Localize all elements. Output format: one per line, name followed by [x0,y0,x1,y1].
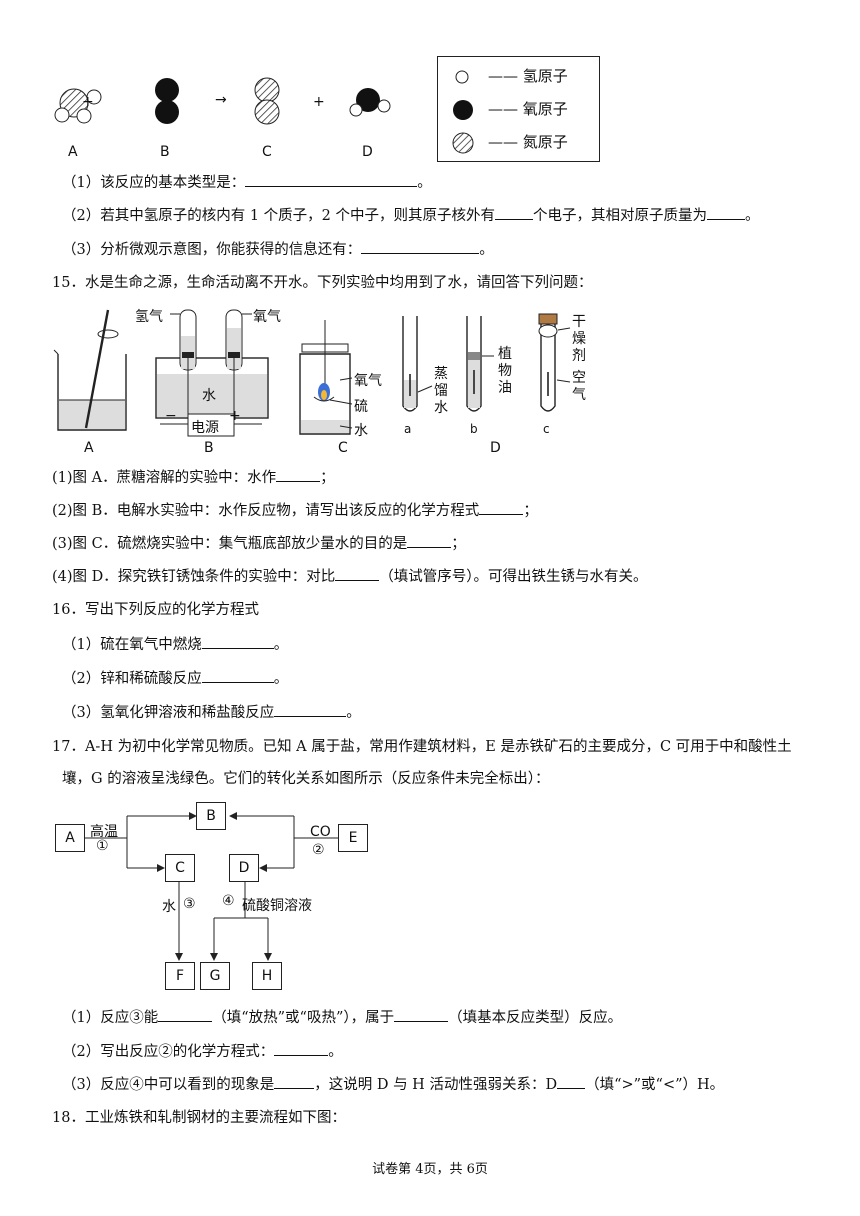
label-distilled-water: 蒸馏水 [434,366,448,416]
q14-part2: （2）若其中氢原子的核内有 1 个质子，2 个中子，则其原子核外有个电子，其相对… [62,205,760,226]
q14-part3: （3）分析微观示意图，你能获得的信息还有：。 [62,239,494,260]
answer-blank[interactable] [335,566,380,581]
label-sulfur: 硫 [354,399,368,415]
molecule-a-icon [54,88,102,124]
flow-node-h: H [252,962,282,990]
answer-blank[interactable] [274,1074,315,1089]
label-water-c: 水 [354,423,368,439]
water-experiments-figure [53,309,571,437]
flow-node-b: B [196,802,226,830]
q17-part2: （2）写出反应②的化学方程式：。 [62,1041,343,1062]
label-plus: + [229,408,241,424]
answer-blank[interactable] [274,1041,329,1056]
legend-row-nitrogen: —— 氮原子 [438,127,599,157]
electrolysis-apparatus-icon [155,309,269,437]
label-air: 空气 [572,370,586,403]
figure-label-a: A [84,440,94,456]
answer-blank[interactable] [394,1007,449,1022]
answer-blank[interactable] [495,205,534,220]
answer-blank[interactable] [361,239,480,254]
answer-blank[interactable] [274,702,347,717]
q15-part3: (3)图 C．硫燃烧实验中：集气瓶底部放少量水的目的是； [52,533,466,554]
answer-blank[interactable] [407,533,452,548]
label-reaction-1: ① [96,838,109,854]
legend-row-hydrogen: —— 氢原子 [438,61,599,91]
q15-part4: (4)图 D．探究铁钉锈蚀条件的实验中：对比（填试管序号）。可得出铁生锈与水有关… [52,566,648,587]
label-reaction-4: ④ [222,893,235,909]
atom-legend: —— 氢原子 —— 氧原子 —— 氮原子 [437,56,600,162]
q17-part1: （1）反应③能（填“放热”或“吸热”），属于（填基本反应类型）反应。 [62,1007,622,1028]
plus-sign: + [313,94,325,110]
label-reaction-2: ② [312,842,325,858]
iron-nail-tubes-icon [402,313,571,412]
answer-blank[interactable] [557,1074,586,1089]
figure-label-c: C [338,440,348,456]
flow-node-a: A [55,824,85,852]
beaker-stirring-icon [53,309,127,431]
label-high-temperature: 高温 [90,824,118,840]
label-minus: − [165,408,177,424]
molecule-label-a: A [68,144,78,160]
q17-line2: 壤，G 的溶液呈浅绿色。它们的转化关系如图所示（反应条件未完全标出）： [62,771,550,787]
answer-blank[interactable] [707,205,746,220]
molecule-c-icon [254,77,280,125]
label-oxygen-c: 氧气 [354,373,382,389]
molecule-label-b: B [160,144,170,160]
label-water-b: 水 [202,388,216,404]
label-tube-c: c [543,422,550,436]
q18-title: 18．工业炼铁和轧制钢材的主要流程如下图： [52,1110,346,1126]
answer-blank[interactable] [201,634,274,649]
label-hydrogen-gas: 氢气 [135,309,163,325]
molecule-d-icon [349,88,391,117]
label-copper-sulfate-solution: 硫酸铜溶液 [242,898,312,914]
flow-node-f: F [165,962,195,990]
molecule-label-d: D [362,144,373,160]
q14-part1: （1）该反应的基本类型是：。 [62,172,432,193]
legend-label-nitrogen: —— 氮原子 [488,133,568,151]
label-vegetable-oil: 植物油 [498,346,512,396]
plus-sign: + [82,94,94,110]
legend-row-oxygen: —— 氧原子 [438,94,599,124]
label-oxygen-gas-b: 氧气 [253,309,281,325]
legend-label-oxygen: —— 氧原子 [488,100,568,118]
figure-label-d: D [490,440,501,456]
flow-node-g: G [200,962,230,990]
label-desiccant: 干燥剂 [572,314,586,364]
q15-part2: (2)图 B．电解水实验中：水作反应物，请写出该反应的化学方程式； [52,500,538,521]
flow-node-d: D [229,854,259,882]
q16-part2: （2）锌和稀硫酸反应。 [62,668,288,689]
label-reaction-3: ③ [183,896,196,912]
answer-blank[interactable] [158,1007,213,1022]
legend-label-hydrogen: —— 氢原子 [488,67,568,85]
sulfur-combustion-jar-icon [299,320,353,435]
q15-part1: (1)图 A．蔗糖溶解的实验中：水作； [52,467,335,488]
q16-title: 16．写出下列反应的化学方程式 [52,602,259,618]
q16-part1: （1）硫在氧气中燃烧。 [62,634,288,655]
answer-blank[interactable] [479,500,524,515]
q17-part3: （3）反应④中可以看到的现象是，这说明 D 与 H 活动性强弱关系：D（填“>”… [62,1074,724,1095]
q16-part3: （3）氢氧化钾溶液和稀盐酸反应。 [62,702,361,723]
answer-blank[interactable] [245,172,418,187]
molecule-b-icon [155,78,179,124]
molecule-label-c: C [262,144,272,160]
flow-node-c: C [165,854,195,882]
molecule-reaction-diagram [54,77,391,125]
reaction-arrow-icon: → [215,92,227,108]
label-tube-b: b [470,422,478,436]
label-co: CO [310,824,331,840]
flow-node-e: E [338,824,368,852]
conversion-flow-diagram [85,812,338,961]
answer-blank[interactable] [276,467,321,482]
label-tube-a: a [404,422,412,436]
figure-label-b: B [204,440,214,456]
label-power-supply: 电源 [191,420,219,436]
q17-line1: 17．A-H 为初中化学常见物质。已知 A 属于盐，常用作建筑材料，E 是赤铁矿… [52,739,792,755]
page-footer: 试卷第 4页，共 6页 [372,1162,488,1177]
answer-blank[interactable] [201,668,274,683]
q15-title: 15．水是生命之源，生命活动离不开水。下列实验中均用到了水，请回答下列问题： [52,275,593,291]
label-water-reactant: 水 [162,899,176,915]
